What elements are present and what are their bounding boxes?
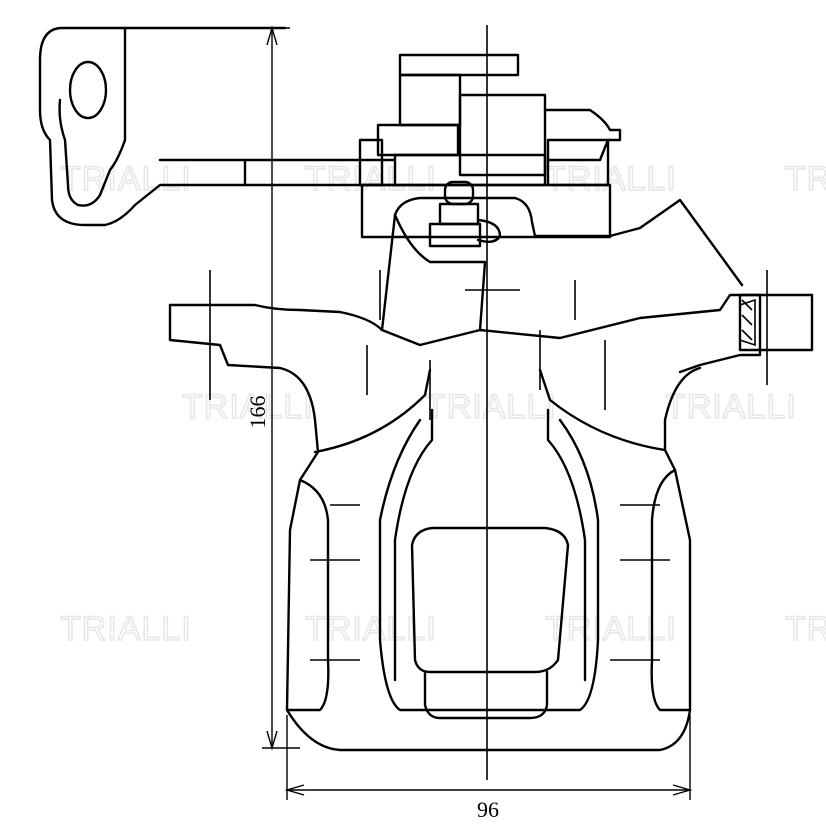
watermark: TRIALLI [785,610,826,648]
parking-bracket [38,26,397,227]
width-dimension-label: 96 [477,797,499,822]
dimension-lines [262,25,693,800]
height-dimension-label: 166 [245,396,270,429]
centerlines [209,25,768,780]
watermark: TRIALLI [665,388,797,426]
watermark: TRIALLI [60,610,192,648]
parking-actuator [358,53,622,239]
watermark: TRIALLI [182,388,314,426]
watermark: TRIALLI [425,388,557,426]
caliper-body [168,196,814,752]
watermark: TRIALLI [785,160,826,198]
watermark: TRIALLI [305,160,437,198]
watermark: TRIALLI [305,610,437,648]
watermark: TRIALLI [60,160,192,198]
watermark: TRIALLI [545,610,677,648]
watermarks: TRIALLI TRIALLI TRIALLI TRIALLI TRIALLI … [59,159,826,649]
